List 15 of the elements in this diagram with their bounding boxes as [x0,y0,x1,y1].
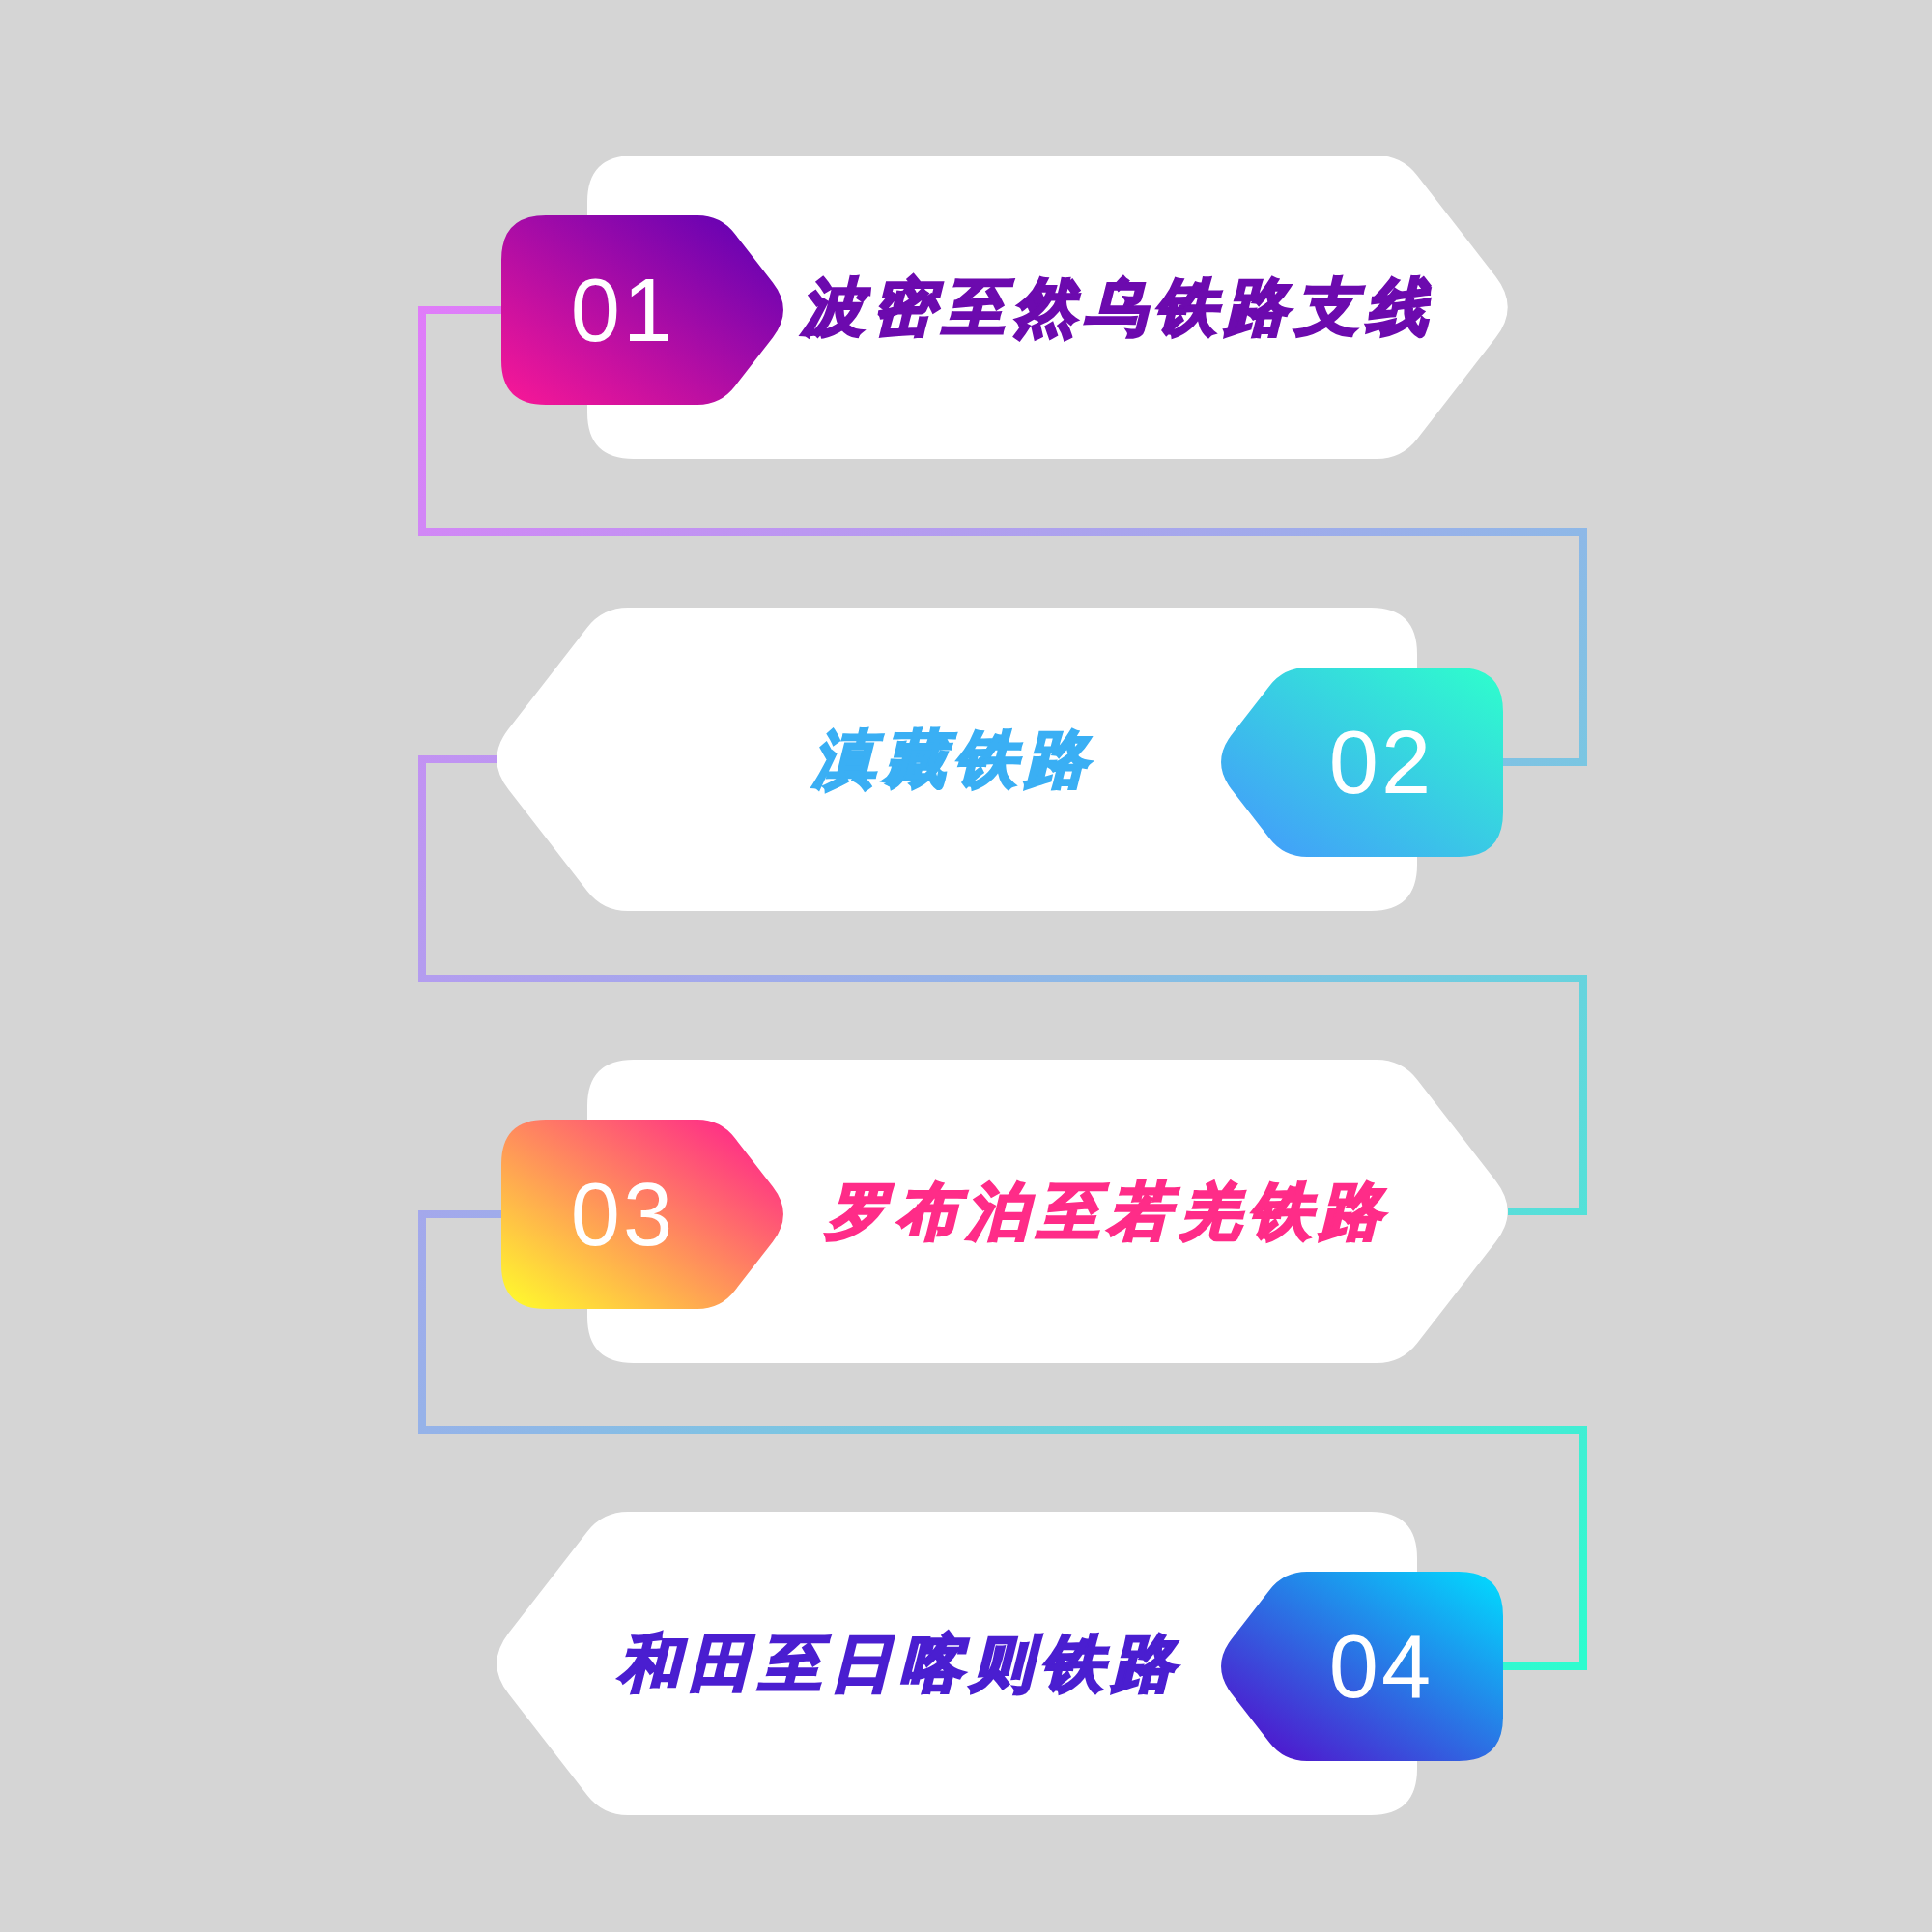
number-badge [1221,668,1503,857]
step-number: 01 [570,266,676,355]
step-number: 04 [1328,1622,1435,1711]
number-badge [501,1120,783,1309]
route-title: 波密至然乌铁路支线 [801,276,1436,338]
route-title: 罗布泊至若羌铁路 [826,1180,1390,1242]
step-number: 03 [570,1170,676,1259]
route-title: 滇藏铁路 [813,728,1095,790]
route-title: 和田至日喀则铁路 [618,1633,1182,1694]
number-badge [501,215,783,405]
connector-line [418,306,1587,766]
connector-line [418,755,1587,1215]
number-badge [1221,1572,1503,1761]
connector-line [418,1210,1587,1670]
step-number: 02 [1328,718,1435,807]
